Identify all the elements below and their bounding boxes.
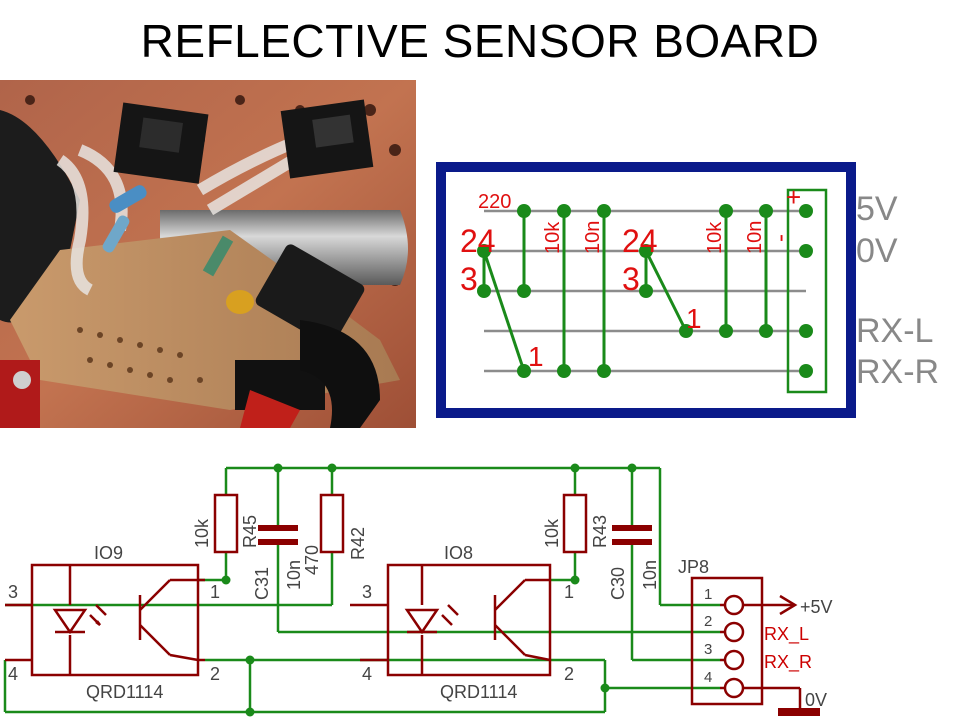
net-label-5v: +5V	[800, 597, 833, 617]
rail-label-rx-l: RX-L	[856, 312, 933, 350]
jp8-pin2-circle	[723, 621, 745, 643]
io8-pin4: 4	[362, 664, 372, 684]
io9-name: IO9	[94, 543, 123, 563]
jp8-pin4-circle	[723, 677, 745, 699]
r42-value: 470	[302, 545, 322, 575]
label-r-left-b: 10k	[542, 221, 564, 254]
jp8-pin4: 4	[704, 669, 712, 686]
jp8-pin1: 1	[704, 586, 712, 603]
io9-pin2: 2	[210, 664, 220, 684]
rail-label-rx-r: RX-R	[856, 353, 939, 391]
jp8-pin3: 3	[704, 641, 712, 658]
c31-value: 10n	[284, 560, 304, 590]
io8-part: QRD1114	[440, 682, 517, 702]
label-s1-pins-top: 24	[460, 223, 496, 259]
c31-plate-bottom	[258, 539, 298, 545]
jp8-body	[690, 576, 764, 706]
board-layout-diagram: 220 10k 10n 10k 10n 24 3 1 24 3 1 + - 5V…	[436, 162, 939, 418]
c31-name: C31	[252, 567, 272, 600]
io9-led-icon	[52, 608, 88, 635]
label-r-right: 10k	[704, 221, 726, 254]
schematic-diagram: IO9 QRD1114 3 4 1 2 IO8 QRD1114 3 4 1 2 …	[3, 463, 833, 717]
sensor-board-photo	[0, 80, 416, 428]
r43-name: R43	[590, 515, 610, 548]
label-c-left: 10n	[582, 221, 604, 254]
io8-pin2: 2	[564, 664, 574, 684]
label-s2-pin3: 3	[622, 261, 640, 297]
jp8-pin2: 2	[704, 613, 712, 630]
supply-arrow-icon	[779, 594, 798, 616]
c31-plate-top	[258, 525, 298, 531]
ground-bar	[778, 708, 820, 716]
r43-body	[562, 493, 588, 554]
c30-value: 10n	[640, 560, 660, 590]
io9-pin1: 1	[210, 582, 220, 602]
c30-name: C30	[608, 567, 628, 600]
io8-led-icon	[404, 608, 440, 635]
label-plus: +	[786, 182, 801, 212]
connector-outline	[786, 188, 828, 394]
jp8-pin1-circle	[723, 594, 745, 616]
c30-plate-bottom	[612, 539, 652, 545]
label-s2-pins-top: 24	[622, 223, 658, 259]
r45-name: R45	[240, 515, 260, 548]
junctions	[221, 463, 637, 717]
io8-name: IO8	[444, 543, 473, 563]
io8-pin3: 3	[362, 582, 372, 602]
r45-value: 10k	[192, 518, 212, 548]
r42-body	[319, 493, 345, 554]
r42-name: R42	[348, 527, 368, 560]
schematic-nets	[3, 466, 720, 714]
rail-label-0v: 0V	[856, 232, 898, 270]
solder-points	[477, 204, 813, 378]
jp8-name: JP8	[678, 557, 709, 577]
io9-part: QRD1114	[86, 682, 163, 702]
rail-label-5v: 5V	[856, 190, 898, 228]
r45-body	[213, 493, 239, 554]
io9-pin4: 4	[8, 664, 18, 684]
c30-plate-top	[612, 525, 652, 531]
page-title: REFLECTIVE SENSOR BOARD	[140, 15, 820, 67]
label-s1-pin3: 3	[460, 261, 478, 297]
r43-value: 10k	[542, 518, 562, 548]
io8-pin1: 1	[564, 582, 574, 602]
label-r-left: 220	[478, 191, 511, 213]
label-c-right: 10n	[744, 221, 766, 254]
wires	[482, 211, 768, 372]
net-label-rx-r: RX_R	[764, 652, 812, 673]
net-label-0v: 0V	[805, 690, 827, 710]
label-s1-pin1: 1	[528, 341, 544, 372]
jp8-pin3-circle	[723, 649, 745, 671]
io9-outline	[30, 563, 200, 677]
io9-pin3: 3	[8, 582, 18, 602]
net-label-rx-l: RX_L	[764, 624, 809, 645]
label-s2-pin1: 1	[686, 303, 702, 334]
label-minus: -	[767, 234, 794, 242]
io8-outline	[386, 563, 552, 677]
